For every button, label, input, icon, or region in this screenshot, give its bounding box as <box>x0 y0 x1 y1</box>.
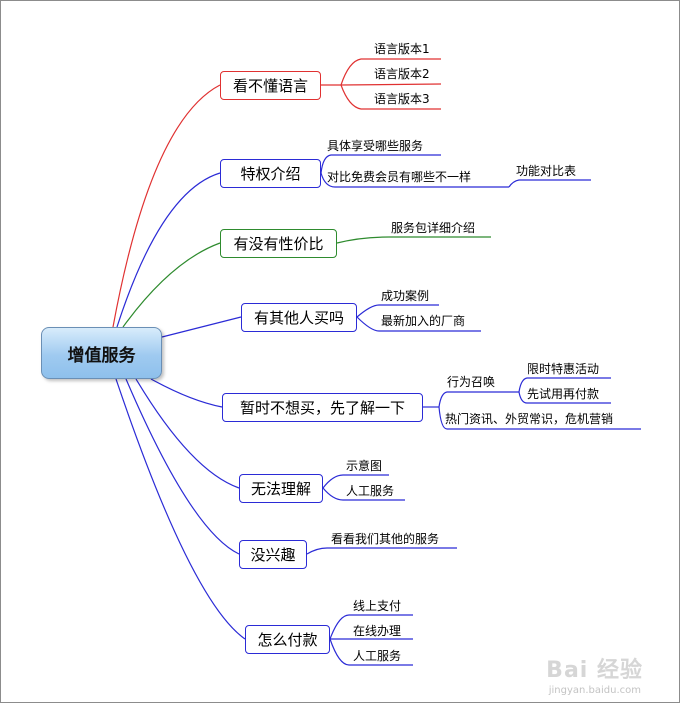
edge-root-value <box>122 242 221 328</box>
edge-payment-online <box>329 614 413 640</box>
leaf-language-version-3[interactable]: 语言版本3 <box>374 92 430 106</box>
watermark-logo: Bai 经验 <box>546 658 643 683</box>
edge-language-v2 <box>340 83 442 86</box>
leaf-success-cases[interactable]: 成功案例 <box>381 289 430 303</box>
leaf-language-version-2[interactable]: 语言版本2 <box>374 67 430 81</box>
edge-privileges-services <box>320 154 441 174</box>
leaf-package-details[interactable]: 服务包详细介绍 <box>391 221 476 235</box>
leaf-specific-services[interactable]: 具体享受哪些服务 <box>327 139 424 153</box>
leaf-other-services[interactable]: 看看我们其他的服务 <box>331 532 440 546</box>
branch-node-not-now[interactable]: 暂时不想买，先了解一下 <box>222 393 423 422</box>
edge-language-v3 <box>340 84 441 110</box>
edge-notnow-limited <box>518 377 611 393</box>
edge-root-not-now <box>150 378 223 408</box>
leaf-human-service-2[interactable]: 人工服务 <box>353 649 402 663</box>
branch-node-language[interactable]: 看不懂语言 <box>220 71 321 100</box>
edge-others-vendors <box>356 316 481 332</box>
edge-root-cannot-understand <box>135 378 240 489</box>
edge-privileges-table <box>508 179 591 188</box>
root-node[interactable]: 增值服务 <box>41 327 162 379</box>
edge-notnow-cta <box>438 391 519 408</box>
leaf-call-to-action[interactable]: 行为召唤 <box>447 375 496 389</box>
edge-payment-human <box>329 638 413 666</box>
branch-node-payment[interactable]: 怎么付款 <box>245 625 330 654</box>
leaf-try-before-pay[interactable]: 先试用再付款 <box>527 387 600 401</box>
leaf-diagram[interactable]: 示意图 <box>346 459 383 473</box>
edge-privileges-compare <box>320 172 509 188</box>
branch-node-others-bought[interactable]: 有其他人买吗 <box>241 303 357 332</box>
leaf-human-service-1[interactable]: 人工服务 <box>346 484 395 498</box>
edge-understand-human <box>322 487 405 501</box>
edge-nointerest-services <box>306 547 457 555</box>
branch-node-value[interactable]: 有没有性价比 <box>220 229 337 258</box>
edge-root-privileges <box>116 172 221 328</box>
leaf-compare-free[interactable]: 对比免费会员有哪些不一样 <box>327 170 472 184</box>
edge-others-cases <box>356 304 439 318</box>
edge-value-package <box>336 236 491 244</box>
leaf-hot-news[interactable]: 热门资讯、外贸常识，危机营销 <box>445 412 614 426</box>
branch-node-cannot-understand[interactable]: 无法理解 <box>239 474 323 503</box>
leaf-feature-comparison[interactable]: 功能对比表 <box>516 164 577 178</box>
leaf-language-version-1[interactable]: 语言版本1 <box>374 42 430 56</box>
edge-language-v1 <box>340 58 441 86</box>
watermark-url: jingyan.baidu.com <box>548 685 641 696</box>
edge-root-language <box>112 84 221 328</box>
edge-root-no-interest <box>125 378 240 555</box>
branch-node-no-interest[interactable]: 没兴趣 <box>239 540 307 569</box>
leaf-online-payment[interactable]: 线上支付 <box>353 599 402 613</box>
edge-root-others-bought <box>161 316 242 338</box>
edge-understand-diagram <box>322 474 389 489</box>
leaf-online-handling[interactable]: 在线办理 <box>353 624 402 638</box>
edge-root-payment <box>115 378 246 640</box>
leaf-new-vendors[interactable]: 最新加入的厂商 <box>381 314 466 328</box>
edge-notnow-news <box>438 406 641 430</box>
edge-notnow-trial <box>518 391 611 404</box>
branch-node-privileges[interactable]: 特权介绍 <box>220 159 321 188</box>
leaf-limited-offer[interactable]: 限时特惠活动 <box>527 362 600 376</box>
